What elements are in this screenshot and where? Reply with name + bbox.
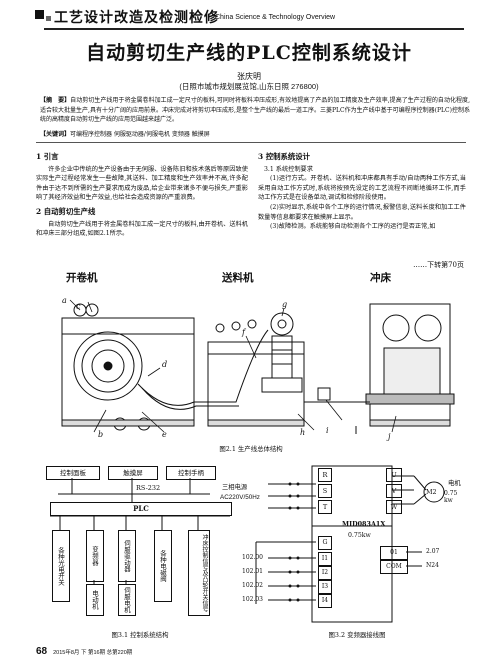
header-square-icon [35,10,44,19]
fig21-label-press: 冲床 [370,272,391,284]
section-1-heading: 1 引言 [36,152,59,161]
fig32-motor-power: 0.75 kw [444,490,458,504]
section-2-text: 自动剪切生产线用于将金属卷料加工成一定尺寸的板料,由开卷机、送料机和冲床三部分组… [36,220,248,238]
fig31-box-press-signals: 冲床控制信号及凸轮开关信号 [188,530,210,616]
section-3-1-para-1: (1)运行方式。开卷机、送料机和冲床都具有手动/自动两种工作方式,当采用自动工作… [258,175,466,202]
header-journal-name: China Science & Technology Overview [215,14,336,21]
running-header: 工艺设计改造及检测检修 China Science & Technology O… [0,0,498,34]
page-footer: 68 2015年8月 下 第16期 总第220期 [36,646,132,657]
fig32-relay-out-2: N24 [426,562,439,569]
fig32-model: MID083A1X [342,520,386,528]
fig31-box-servo-motor: 伺服电机 [118,584,136,616]
fig31-box-solenoid-valves: 各种电磁阀 [154,530,172,602]
keywords-text: 可编程序控制器 伺服驱动器/伺服电机 变频器 触摸屏 [70,131,210,138]
abstract-text: 自动剪切生产线用于将金属卷料加工成一定尺寸的板料,可同时将板料冲压成形,有效地提… [40,97,470,123]
fig32-terminal-r: R [318,468,332,482]
fig32-terminal-i3: I3 [318,580,332,594]
fig21-letter-e: e [162,430,167,439]
fig21-letter-a: a [62,296,67,305]
fig21-caption: 图2.1 生产线总体结构 [219,445,283,453]
page-number: 68 [36,646,48,657]
section-3-1-heading: 3.1 系统控制要求 [264,165,313,173]
fig31-box-control-panel: 控制面板 [46,466,100,480]
fig32-caption: 图3.2 变频器接线图 [328,631,386,639]
fig32-relay-com: COM [380,560,408,574]
issue-info: 2015年8月 下 第16期 总第220期 [53,650,133,656]
fig32-plc-addr-2: 102.01 [242,568,263,575]
left-column: 1 引言 许多企业中传统的生产设备由于无伺服、设备陈旧和技术落后等原因致使实际生… [36,148,248,239]
right-column: 3 控制系统设计 3.1 系统控制要求 (1)运行方式。开卷机、送料机和冲床都具… [258,148,466,232]
fig32-terminal-g: G [318,536,332,550]
fig21-letter-i: i [326,426,329,435]
fig31-box-servo-driver: 伺服驱动器 [118,530,136,582]
fig21-letter-d: d [162,360,168,369]
fig32-terminal-i1: I1 [318,552,332,566]
fig32-supply-label: 三相电源 [222,484,248,491]
fig21-label-uncoiler: 开卷机 [66,272,98,284]
fig31-box-inverter: 变频器 [86,530,104,582]
fig32-relay-01: 01 [380,546,408,560]
fig31-caption: 图3.1 控制系统结构 [111,631,169,639]
fig32-relay-out-1: 2.07 [426,548,440,555]
continued-note: ……下转第70页 [413,261,464,269]
fig32-terminal-s: S [318,484,332,498]
fig32-plc-addr-3: 102.02 [242,582,263,589]
fig31-box-photo-switches: 各种光电开关 [52,530,70,602]
fig21-letter-h: h [300,428,306,437]
keywords: 【关键词】可编程序控制器 伺服驱动器/伺服电机 变频器 触摸屏 [40,129,470,138]
affiliation: (日照市城市规划展览馆,山东日照 276800) [179,82,319,91]
section-2-heading: 2 自动剪切生产线 [36,206,96,216]
fig32-terminal-w: W [386,500,402,514]
author: 张庆明 [237,72,261,81]
header-rule [44,28,464,30]
fig32-plc-addr-4: 102.03 [242,596,263,603]
fig21-letter-c: c [76,302,81,311]
abstract: 【摘 要】自动剪切生产线用于将金属卷料加工成一定尺寸的板料,可同时将板料冲压成形… [40,96,470,125]
header-square-small-icon [46,16,51,21]
fig31-plc-box: PLC [50,502,232,516]
section-3-1-para-3: (3)故障检测。系统能够自动检测各个工序的运行是否正常,如 [270,223,436,231]
fig31-bus-label: RS-232 [136,484,161,492]
fig32-supply-voltage: AC220V/50Hz [220,494,260,501]
fig32-terminal-i4: I4 [318,594,332,608]
fig21-letter-b: b [98,430,104,439]
fig31-box-touchscreen: 触摸屏 [108,466,158,480]
fig31-box-motor: 电动机 [86,584,104,616]
fig21-production-line-diagram [61,299,455,434]
fig31-control-structure: 控制面板 触摸屏 控制手柄 RS-232 PLC 各种光电开关 变频器 伺服驱动… [40,464,240,624]
section-1-text: 许多企业中传统的生产设备由于无伺服、设备陈旧和技术落后等原因致使实际生产过程经常… [36,165,248,202]
fig32-terminal-v: V [386,484,402,498]
keywords-label: 【关键词】 [40,131,71,138]
fig32-inverter-wiring: 三相电源 AC220V/50Hz R S T U V W M2 电机 0.75 … [220,464,468,626]
fig21-letter-j: j [388,432,391,441]
fig32-motor-label: 电机 [448,479,461,487]
coil-outer [73,331,143,401]
fig32-motor-symbol: M2 [426,488,437,496]
fig32-model-power: 0.75kw [348,532,371,539]
fig21-letter-f: f [242,328,245,337]
abstract-label: 【摘 要】 [40,97,71,104]
fig32-terminal-t: T [318,500,332,514]
abstract-divider [36,142,466,143]
fig21-label-feeder: 送料机 [222,272,254,284]
section-3-heading: 3 控制系统设计 [258,152,311,161]
fig32-terminal-u: U [386,468,402,482]
fig31-box-handle: 控制手柄 [166,466,216,480]
fig32-terminal-i2: I2 [318,566,332,580]
fig21-letter-g: g [282,300,288,309]
section-3-1-para-2: (2)实时显示,系统中各个工序的运行情况,报警信息,送料长度和加工工件数量等信息… [258,203,466,221]
fig32-plc-addr-1: 102.00 [242,554,263,561]
header-section-title: 工艺设计改造及检测检修 [54,10,219,26]
article-title: 自动剪切生产线的PLC控制系统设计 [86,42,412,64]
